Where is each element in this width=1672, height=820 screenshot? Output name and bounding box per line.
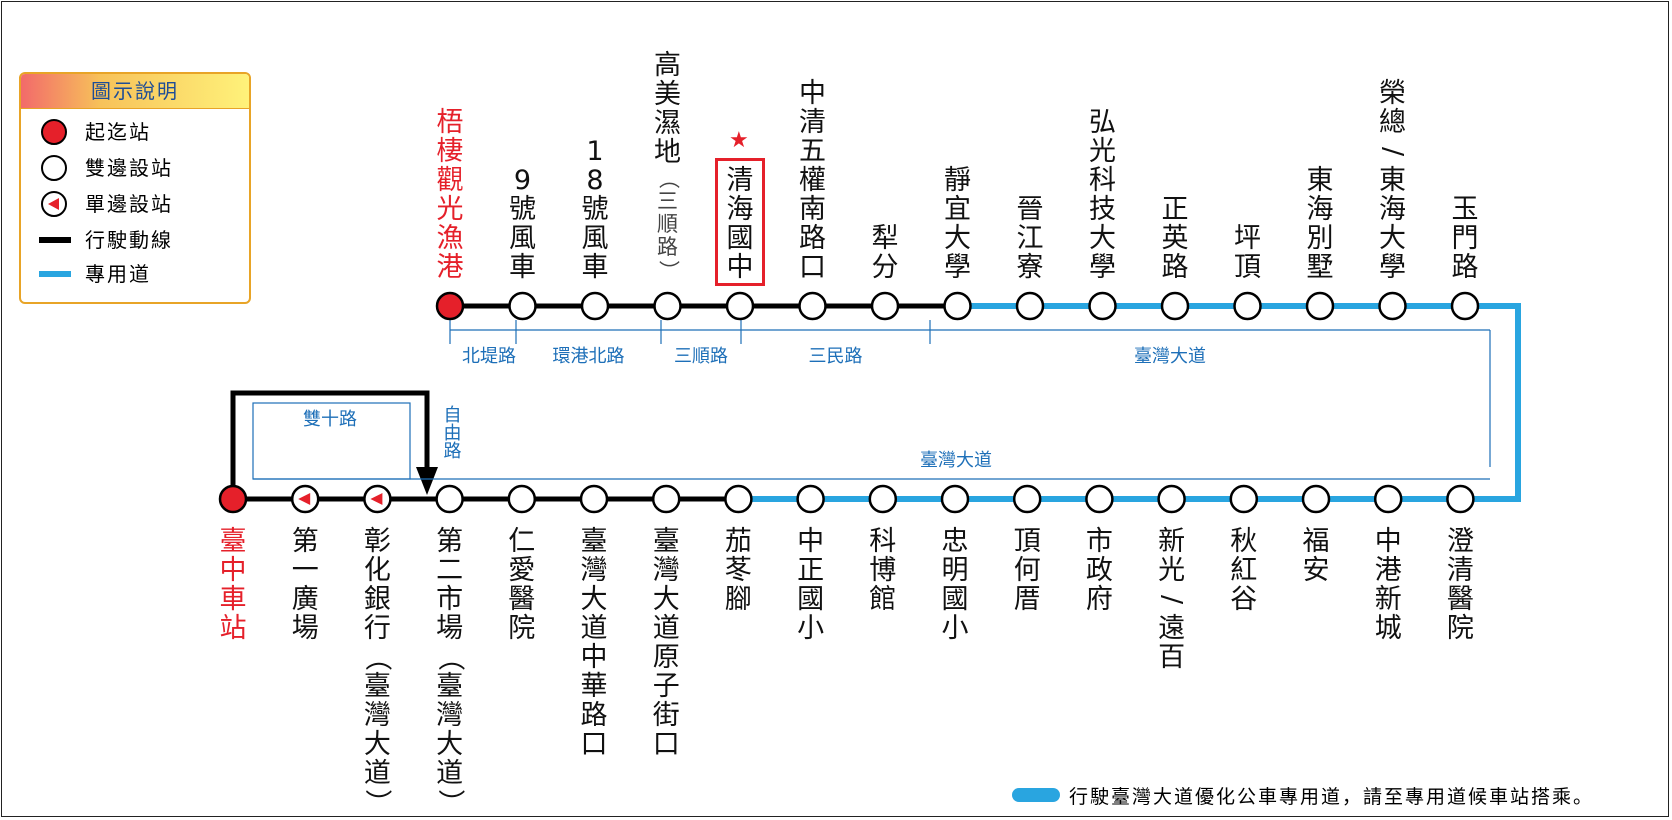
stop-dot bbox=[1378, 291, 1407, 321]
stop-label: 市政府 bbox=[1085, 526, 1113, 615]
terminal-stop-dot bbox=[435, 291, 465, 321]
stop-label: 正英路 bbox=[1161, 194, 1189, 283]
stop-dot bbox=[651, 484, 681, 514]
road-label-top: 三民路 bbox=[809, 346, 863, 367]
stop-dot bbox=[1229, 484, 1259, 514]
stop-dot bbox=[940, 484, 970, 514]
stop-label: 臺中車站 bbox=[219, 526, 247, 644]
stop-dot bbox=[580, 291, 610, 321]
stop-label: 臺灣大道中華路口 bbox=[580, 526, 608, 760]
stop-dot bbox=[507, 484, 537, 514]
stop-dot bbox=[1305, 291, 1335, 321]
stop-label: 第二市場（臺灣大道） bbox=[434, 526, 466, 816]
stop-label: 彰化銀行（臺灣大道） bbox=[361, 526, 393, 816]
stop-label: 東海別墅 bbox=[1306, 165, 1334, 283]
legend-label: 專用道 bbox=[85, 262, 151, 286]
stop-dot bbox=[435, 484, 464, 514]
stop-label: 臺灣大道原子街口 bbox=[652, 526, 680, 760]
stop-label: 中清五權南路口 bbox=[799, 78, 826, 283]
stop-dot bbox=[725, 291, 755, 321]
one-side-arrow-icon bbox=[370, 493, 383, 505]
legend-title: 圖示說明 bbox=[21, 74, 249, 109]
legend-label: 雙邊設站 bbox=[85, 156, 173, 180]
stop-dot bbox=[1233, 291, 1262, 321]
stop-label: 科博館 bbox=[869, 526, 897, 615]
stop-dot bbox=[1015, 291, 1045, 321]
stop-label: 第一廣場 bbox=[291, 526, 319, 644]
white-dot-icon bbox=[41, 155, 67, 181]
arrow-down-icon bbox=[416, 467, 438, 495]
stop-dot bbox=[1301, 484, 1331, 514]
road-label-bottom: 臺灣大道 bbox=[920, 450, 992, 471]
stop-label: 榮總/東海大學 bbox=[1377, 78, 1408, 283]
stop-label: 茄苳腳 bbox=[724, 526, 752, 615]
star-icon: ★ bbox=[729, 128, 749, 153]
legend: 圖示說明 起迄站 雙邊設站 單邊設站 行駛動線 專用道 bbox=[19, 72, 251, 304]
stop-dot bbox=[1450, 291, 1480, 321]
stop-label: 靜宜大學 bbox=[944, 165, 971, 283]
legend-label: 起迄站 bbox=[85, 120, 151, 144]
stop-dot bbox=[508, 291, 537, 321]
footer-note-text: 行駛臺灣大道優化公車專用道，請至專用道候車站搭乘。 bbox=[1069, 786, 1595, 808]
stop-dot bbox=[1157, 484, 1186, 514]
stop-label: 仁愛醫院 bbox=[508, 526, 536, 644]
stop-label: 晉江寮 bbox=[1016, 194, 1044, 283]
stop-dot bbox=[724, 484, 753, 514]
stop-dot bbox=[1373, 484, 1403, 514]
stop-dot bbox=[1446, 484, 1475, 514]
road-label-side: 自由路 bbox=[441, 405, 462, 459]
stop-label: 清海國中 bbox=[726, 165, 754, 283]
stop-dot bbox=[1085, 484, 1114, 514]
detour-loop-line bbox=[230, 390, 430, 499]
stop-label: 犁分 bbox=[871, 223, 899, 283]
stop-label: 高美濕地（三順路） bbox=[654, 50, 681, 281]
highlight-box bbox=[715, 158, 765, 286]
road-label-top: 北堤路 bbox=[462, 346, 516, 367]
red-dot-icon bbox=[41, 119, 67, 145]
legend-label: 單邊設站 bbox=[85, 192, 173, 216]
stop-dot bbox=[868, 484, 898, 514]
stop-dot bbox=[579, 484, 609, 514]
stop-label: 玉門路 bbox=[1451, 194, 1479, 283]
stop-dot bbox=[798, 291, 827, 321]
busway-line bbox=[738, 303, 1521, 502]
stop-label: 秋紅谷 bbox=[1230, 526, 1258, 615]
stop-dot bbox=[1012, 484, 1042, 514]
stop-label: 坪頂 bbox=[1234, 223, 1261, 283]
road-label-top: 環港北路 bbox=[553, 346, 625, 367]
legend-label: 行駛動線 bbox=[85, 228, 173, 252]
stop-dot bbox=[870, 291, 900, 321]
stop-dot bbox=[653, 291, 682, 321]
blue-line-icon bbox=[39, 271, 71, 277]
stop-label: 頂何厝 bbox=[1013, 526, 1041, 615]
stop-label: 澄清醫院 bbox=[1446, 526, 1474, 644]
stop-dot bbox=[1160, 291, 1190, 321]
stop-label: 中港新城 bbox=[1374, 526, 1402, 644]
terminal-stop-dot bbox=[218, 484, 248, 514]
stop-label: 新光/遠百 bbox=[1156, 526, 1188, 673]
stop-dot bbox=[796, 484, 825, 514]
road-label-top: 臺灣大道 bbox=[1134, 346, 1206, 367]
stop-label: 福安 bbox=[1302, 526, 1330, 586]
black-line-icon bbox=[39, 237, 71, 243]
road-label-top: 三順路 bbox=[674, 346, 728, 367]
road-label-loop: 雙十路 bbox=[303, 409, 357, 430]
stop-dot bbox=[1088, 291, 1117, 321]
stop-label: 中正國小 bbox=[797, 526, 825, 644]
one-side-arrow-icon bbox=[298, 493, 311, 505]
stop-label: 弘光科技大學 bbox=[1089, 107, 1116, 283]
one-side-dot-icon bbox=[41, 191, 67, 217]
stop-label: 忠明國小 bbox=[941, 526, 969, 644]
stop-dot bbox=[943, 291, 972, 321]
footer-note: 行駛臺灣大道優化公車專用道，請至專用道候車站搭乘。 bbox=[1013, 782, 1594, 809]
stop-label: 梧棲觀光漁港 bbox=[436, 107, 464, 283]
road-box-shuangshi bbox=[252, 402, 411, 480]
busway-swatch-icon bbox=[1012, 788, 1060, 802]
